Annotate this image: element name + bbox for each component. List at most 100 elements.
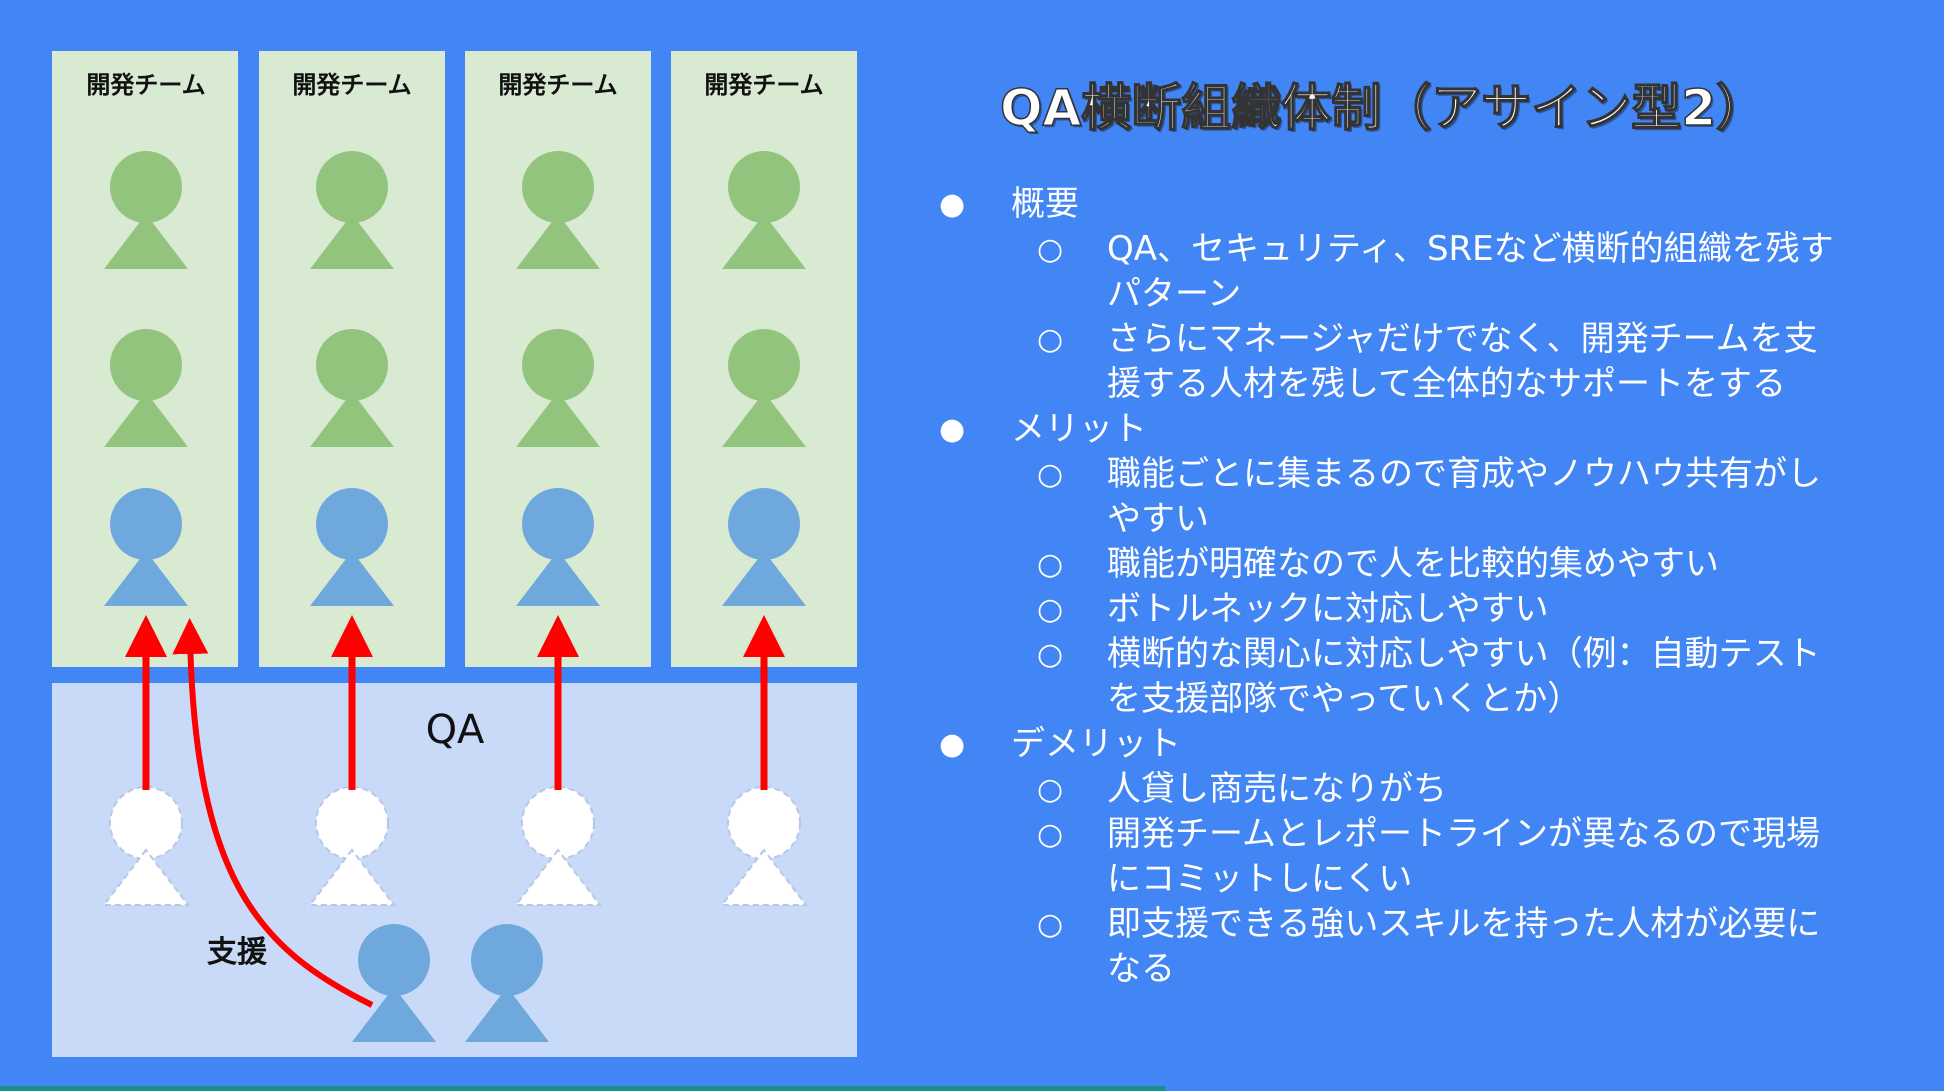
person-head (728, 488, 800, 560)
person-body (307, 848, 397, 906)
dev-team-label: 開発チーム (498, 71, 617, 99)
support-member-icon (465, 924, 549, 1042)
person-head (471, 924, 543, 996)
bullet-dot-icon: ● (939, 727, 966, 762)
person-head (110, 329, 182, 401)
person-head (316, 151, 388, 223)
sub-bullet-item: ○ QA、セキュリティ、SREなど横断的組織を残すパターン (935, 227, 1895, 317)
circle-bullet-icon: ○ (1037, 637, 1064, 672)
support-arrow (172, 618, 374, 1008)
sub-bullet-text: ボトルネックに対応しやすい (1107, 589, 1549, 629)
person-head (728, 151, 800, 223)
person-head (316, 488, 388, 560)
dev-member-icon (516, 151, 600, 269)
sub-bullet-text: 人貸し商売になりがち (1107, 769, 1447, 809)
slide-content: ●概要○QA、セキュリティ、SREなど横断的組織を残すパターン○さらにマネージャ… (935, 182, 1895, 992)
person-head (521, 786, 595, 860)
dev-member-icon (722, 151, 806, 269)
placeholder-member-icon (719, 786, 809, 906)
dev-member-icon (310, 151, 394, 269)
support-member-icon (352, 924, 436, 1042)
sub-bullet-text: 開発チームとレポートラインが異なるので現場にコミットしにくい (1107, 814, 1820, 899)
circle-bullet-icon: ○ (1037, 547, 1064, 582)
person-body (516, 214, 600, 269)
bullet-dot-icon: ● (939, 412, 966, 447)
person-body (104, 551, 188, 606)
assigned-qa-member-icon (516, 488, 600, 606)
placeholder-member-icon (101, 786, 191, 906)
bullet-item: ● デメリット (935, 722, 1895, 767)
circle-bullet-icon: ○ (1037, 232, 1064, 267)
person-body (513, 848, 603, 906)
person-head (110, 151, 182, 223)
bullet-label: メリット (1011, 409, 1147, 449)
person-body (310, 392, 394, 447)
person-head (358, 924, 430, 996)
person-body (352, 987, 436, 1042)
bullet-item: ●概要 (935, 182, 1895, 227)
sub-bullet-item: ○ ボトルネックに対応しやすい (935, 587, 1895, 632)
support-label: 支援 (207, 935, 268, 970)
person-head (109, 786, 183, 860)
circle-bullet-icon: ○ (1037, 457, 1064, 492)
person-head (727, 786, 801, 860)
sub-bullet-text: さらにマネージャだけでなく、開発チームを支援する人材を残して全体的なサポートをす… (1107, 319, 1818, 404)
sub-bullet-item: ○ さらにマネージャだけでなく、開発チームを支援する人材を残して全体的なサポートを… (935, 317, 1895, 407)
person-head (315, 786, 389, 860)
assigned-qa-member-icon (722, 488, 806, 606)
person-body (104, 392, 188, 447)
circle-bullet-icon: ○ (1037, 772, 1064, 807)
qa-area (52, 683, 857, 1057)
bullet-item: ● メリット (935, 407, 1895, 452)
qa-label: QA (426, 707, 485, 753)
person-head (522, 488, 594, 560)
slide-title: QA横断組織体制（アサイン型2） (999, 78, 1767, 138)
dev-team-label: 開発チーム (86, 71, 205, 99)
person-body (722, 551, 806, 606)
person-head (522, 151, 594, 223)
dev-member-icon (104, 329, 188, 447)
circle-bullet-icon: ○ (1037, 907, 1064, 942)
person-body (310, 214, 394, 269)
person-body (516, 551, 600, 606)
sub-bullet-text: 職能ごとに集まるので育成やノウハウ共有がしやすい (1107, 454, 1821, 539)
person-body (104, 214, 188, 269)
person-head (316, 329, 388, 401)
dev-team-label: 開発チーム (292, 71, 411, 99)
sub-bullet-text: 職能が明確なので人を比較的集めやすい (1107, 544, 1719, 584)
sub-bullet-item: ○ 職能ごとに集まるので育成やノウハウ共有がしやすい (935, 452, 1895, 542)
dev-member-icon (104, 151, 188, 269)
circle-bullet-icon: ○ (1037, 322, 1064, 357)
placeholder-member-icon (513, 786, 603, 906)
dev-member-icon (516, 329, 600, 447)
sub-bullet-text: 即支援できる強いスキルを持った人材が必要になる (1107, 904, 1821, 989)
person-body (465, 987, 549, 1042)
dev-member-icon (310, 329, 394, 447)
person-head (728, 329, 800, 401)
progress-bar (0, 1086, 1165, 1091)
sub-bullet-item: ○ 開発チームとレポートラインが異なるので現場にコミットしにくい (935, 812, 1895, 902)
person-body (101, 848, 191, 906)
circle-bullet-icon: ○ (1037, 592, 1064, 627)
person-body (310, 551, 394, 606)
assigned-qa-member-icon (104, 488, 188, 606)
sub-bullet-item: ○ 職能が明確なので人を比較的集めやすい (935, 542, 1895, 587)
placeholder-member-icon (307, 786, 397, 906)
person-body (719, 848, 809, 906)
sub-bullet-item: ○ 人貸し商売になりがち (935, 767, 1895, 812)
sub-bullet-item: ○ 横断的な関心に対応しやすい（例：自動テストを支援部隊でやっていくとか） (935, 632, 1895, 722)
circle-bullet-icon: ○ (1037, 817, 1064, 852)
person-body (516, 392, 600, 447)
person-head (110, 488, 182, 560)
sub-bullet-text: QA、セキュリティ、SREなど横断的組織を残すパターン (1107, 229, 1834, 314)
sub-bullet-text: 横断的な関心に対応しやすい（例：自動テストを支援部隊でやっていくとか） (1107, 634, 1821, 719)
sub-bullet-item: ○ 即支援できる強いスキルを持った人材が必要になる (935, 902, 1895, 992)
person-head (522, 329, 594, 401)
person-body (722, 392, 806, 447)
bullet-label: デメリット (1011, 724, 1181, 764)
bullet-label: 概要 (1011, 184, 1079, 224)
dev-member-icon (722, 329, 806, 447)
assigned-qa-member-icon (310, 488, 394, 606)
